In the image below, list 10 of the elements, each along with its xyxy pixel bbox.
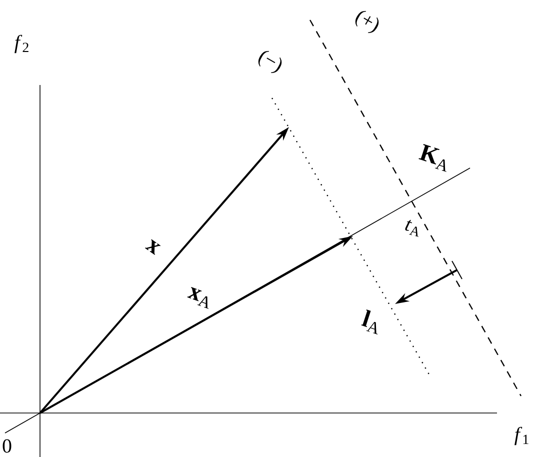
vector-label: l$_{A}$ xyxy=(361,309,378,334)
axis-label: f$_{2}$ xyxy=(14,34,28,54)
vector-label: K$_{A}$ xyxy=(418,144,446,172)
vector-label: x xyxy=(145,239,161,255)
axis-label: f$_{1}$ xyxy=(514,426,528,446)
origin-label: 0 xyxy=(2,439,12,453)
sign-label: (−) xyxy=(258,50,282,73)
vector-label: x$_{A}$ xyxy=(187,286,209,309)
sign-label: (+) xyxy=(355,10,379,33)
vector-label: t$_{A}$ xyxy=(405,220,419,237)
